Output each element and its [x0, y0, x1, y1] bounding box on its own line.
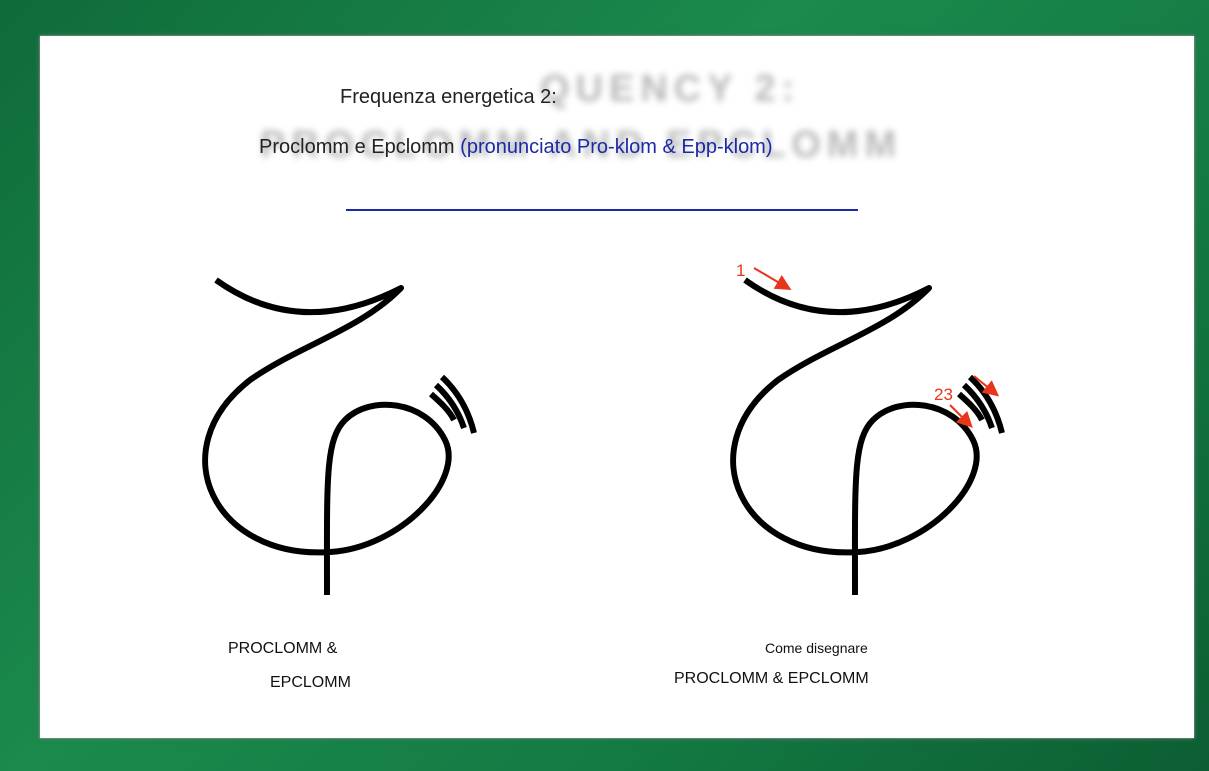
- right-caption-main: PROCLOMM & EPCLOMM: [674, 670, 869, 688]
- arrow-step-1: [754, 268, 788, 288]
- left-caption-line1: PROCLOMM &: [228, 640, 337, 658]
- step-label-1: 1: [736, 261, 745, 280]
- left-caption-line2: EPCLOMM: [270, 674, 351, 692]
- proclomm-symbol-left: [205, 280, 474, 595]
- drawing-order-arrows: [754, 268, 996, 425]
- proclomm-symbol-right: [733, 280, 1002, 595]
- step-label-23: 23: [934, 385, 953, 404]
- right-caption-small: Come disegnare: [765, 640, 868, 656]
